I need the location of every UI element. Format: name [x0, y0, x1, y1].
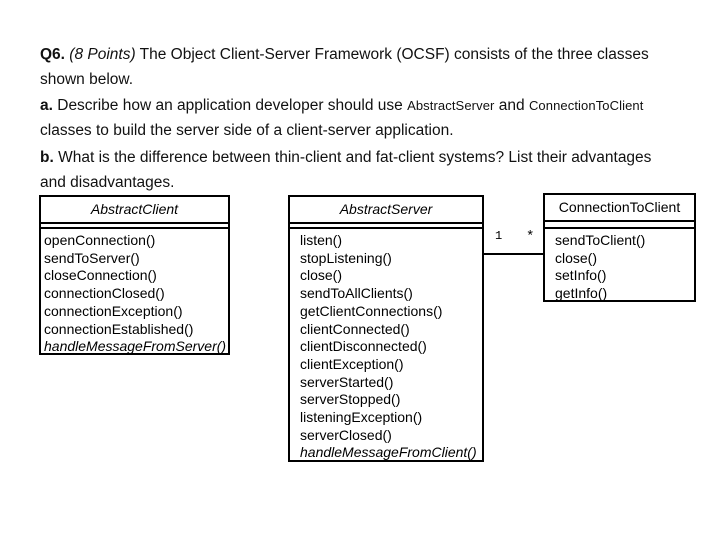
- class-name-inline-connection-to-client: ConnectionToClient: [528, 98, 644, 113]
- method-item: listen(): [300, 232, 343, 248]
- method-item: clientException(): [300, 355, 404, 372]
- methods-compartment-abstract-server: listen()stopListening()close()sendToAllC…: [290, 229, 482, 462]
- method-item: handleMessageFromClient(): [300, 444, 477, 461]
- method-item: handleMessageFromServer(): [44, 338, 227, 355]
- question-number: Q6.: [40, 46, 65, 63]
- method-item: serverStarted(): [300, 373, 394, 390]
- multiplicity-many: *: [526, 229, 535, 245]
- part-a-text: Describe how an application developer sh…: [52, 97, 408, 114]
- method-item: sendToAllClients(): [300, 285, 413, 302]
- method-item: openConnection(): [44, 232, 156, 248]
- question-part-a: a. Describe how an application developer…: [40, 93, 695, 143]
- part-b-text-line2: and disadvantages.: [40, 174, 175, 191]
- question-intro-text: The Object Client-Server Framework (OCSF…: [135, 46, 649, 63]
- class-title-abstract-client: AbstractClient: [41, 197, 228, 224]
- question-intro: Q6. (8 Points) The Object Client-Server …: [40, 42, 695, 92]
- class-name-inline-abstract-server: AbstractServer: [407, 98, 495, 113]
- part-a-text-line2: classes to build the server side of a cl…: [40, 122, 454, 139]
- method-item: serverStopped(): [300, 391, 401, 408]
- association-line: [484, 253, 543, 255]
- attributes-compartment: [545, 222, 694, 229]
- method-item: closeConnection(): [44, 267, 157, 284]
- methods-compartment-connection-to-client: sendToClient()close()setInfo()getInfo(): [545, 229, 694, 303]
- method-item: close(): [300, 267, 343, 284]
- question-intro-text-line2: shown below.: [40, 71, 134, 88]
- class-box-abstract-server: AbstractServer listen()stopListening()cl…: [288, 195, 484, 462]
- question-part-b: b. What is the difference between thin-c…: [40, 145, 695, 195]
- class-title-abstract-server: AbstractServer: [290, 197, 482, 224]
- method-item: clientDisconnected(): [300, 338, 427, 355]
- attributes-compartment: [41, 224, 228, 229]
- method-item: stopListening(): [300, 249, 392, 266]
- method-item: sendToClient(): [555, 232, 646, 248]
- method-item: connectionException(): [44, 302, 183, 319]
- method-item: getClientConnections(): [300, 302, 443, 319]
- method-item: sendToServer(): [44, 249, 140, 266]
- method-item: serverClosed(): [300, 426, 392, 443]
- attributes-compartment: [290, 224, 482, 229]
- part-a-label: a.: [40, 97, 53, 114]
- method-item: clientConnected(): [300, 320, 410, 337]
- method-item: close(): [555, 249, 598, 266]
- class-box-connection-to-client: ConnectionToClient sendToClient()close()…: [543, 193, 696, 302]
- method-item: setInfo(): [555, 267, 607, 284]
- part-a-text-and: and: [494, 97, 529, 114]
- part-b-text: What is the difference between thin-clie…: [53, 149, 652, 166]
- method-item: connectionClosed(): [44, 285, 165, 302]
- method-item: listeningException(): [300, 409, 423, 426]
- method-item: connectionEstablished(): [44, 320, 194, 337]
- multiplicity-one: 1: [495, 229, 503, 243]
- class-title-connection-to-client: ConnectionToClient: [545, 195, 694, 222]
- methods-compartment-abstract-client: openConnection()sendToServer()closeConne…: [41, 229, 228, 356]
- method-item: getInfo(): [555, 285, 608, 302]
- question-points: (8 Points): [64, 46, 136, 63]
- part-b-label: b.: [40, 149, 54, 166]
- class-box-abstract-client: AbstractClient openConnection()sendToSer…: [39, 195, 230, 355]
